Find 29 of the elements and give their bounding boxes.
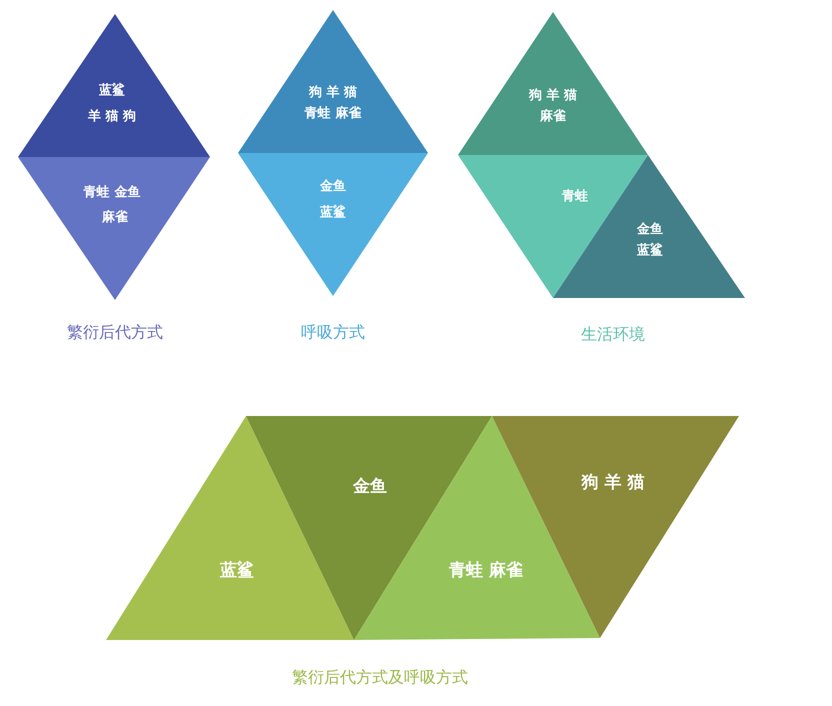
triangle-segment	[458, 12, 648, 155]
animal-names: 狗 羊 猫	[528, 87, 578, 104]
triangle-segment	[18, 157, 210, 300]
diagram-caption: 繁衍后代方式	[67, 322, 163, 344]
triangle-segment	[553, 155, 745, 298]
animal-names: 青蛙 金鱼	[84, 184, 140, 201]
animal-names: 青蛙 麻雀	[449, 560, 523, 582]
animal-names: 蓝鲨	[220, 560, 254, 582]
animal-names: 青蛙	[562, 188, 588, 205]
animal-names: 狗 羊 猫	[308, 84, 358, 101]
animal-names: 羊 猫 狗	[88, 108, 136, 125]
animal-names: 狗 羊 猫	[582, 472, 644, 494]
triangle-segment	[238, 10, 428, 153]
animal-names: 金鱼	[353, 476, 387, 498]
animal-names: 麻雀	[540, 108, 566, 125]
animal-names: 青蛙 麻雀	[304, 104, 362, 122]
triangle-segment	[106, 416, 354, 640]
animal-names: 金鱼	[320, 178, 346, 195]
animal-names: 蓝鲨	[320, 204, 346, 221]
animal-names: 金鱼	[637, 221, 663, 238]
animal-names: 麻雀	[102, 208, 128, 226]
diagram-caption: 呼吸方式	[301, 322, 365, 344]
diagram-caption: 生活环境	[581, 324, 645, 346]
diagram-caption: 繁衍后代方式及呼吸方式	[292, 668, 468, 688]
animal-names: 蓝鲨	[99, 82, 125, 99]
triangle-segment	[354, 416, 600, 640]
animal-names: 蓝鲨	[637, 242, 663, 259]
triangle-segment	[238, 153, 428, 296]
triangle-segment	[18, 14, 210, 157]
